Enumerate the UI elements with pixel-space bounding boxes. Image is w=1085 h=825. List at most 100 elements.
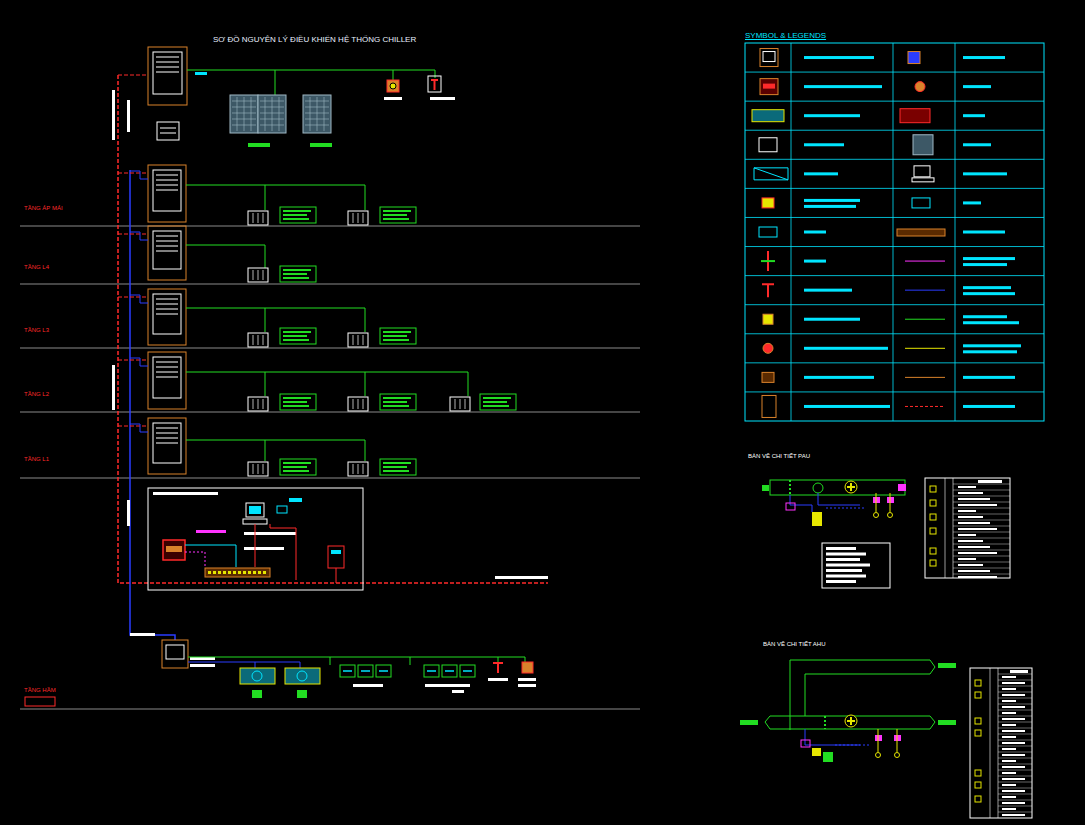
control-wire <box>186 185 365 210</box>
floor-label: TẦNG L4 <box>24 264 49 271</box>
ahu-detail <box>258 335 259 345</box>
damper-actuator <box>812 512 822 526</box>
table-text-bar <box>1002 700 1016 702</box>
ahu-unit <box>248 268 268 282</box>
io-text-bar <box>383 339 409 341</box>
flow-switch-dot <box>390 83 396 89</box>
legend-text-bar <box>804 56 874 59</box>
airflow-arrow <box>938 663 956 668</box>
table-text-bar <box>1002 724 1016 726</box>
detail-title: BẢN VẼ CHI TIẾT PAU <box>748 453 810 460</box>
ahu-detail <box>263 335 264 345</box>
fan <box>845 715 857 727</box>
chiller-grid <box>317 97 318 131</box>
chiller-grid <box>310 97 311 131</box>
legend-text-bar <box>804 318 860 321</box>
io-text-bar <box>383 462 411 464</box>
fan <box>850 717 852 725</box>
floor-label: TẦNG ÁP MÁI <box>24 205 63 212</box>
io-text-bar <box>283 218 309 220</box>
table-text-bar <box>958 564 983 566</box>
table-text-bar <box>958 540 983 542</box>
terminal <box>263 571 266 574</box>
terminal <box>228 571 231 574</box>
legend-text-bar <box>804 231 826 234</box>
io-text-bar <box>383 470 409 472</box>
label-bar <box>190 664 215 667</box>
control-wire <box>265 372 266 396</box>
table-rule <box>953 484 1010 485</box>
legend-icon-sensor <box>763 343 773 353</box>
legend-block: SYMBOL & LEGENDS <box>745 24 1044 36</box>
legend-text-bar <box>963 321 1019 324</box>
table-text-bar <box>1002 712 1016 714</box>
table-text-bar <box>958 510 976 512</box>
controller-detail <box>156 428 178 429</box>
floor-line <box>20 226 640 227</box>
table-rule <box>745 333 1044 334</box>
bus-cable <box>130 171 148 179</box>
table-rule <box>745 362 1044 363</box>
ahu-unit <box>348 397 368 411</box>
legend-icon-bus <box>897 229 945 236</box>
network-switch-ports <box>166 546 182 552</box>
table-rule <box>893 43 894 421</box>
ahu-detail <box>358 335 359 345</box>
legend-text-bar <box>804 199 860 202</box>
table-text-bar <box>1002 814 1025 816</box>
point-symbol <box>930 548 936 554</box>
wire-tag <box>289 498 302 502</box>
ahu-detail <box>465 399 466 409</box>
point-symbol <box>930 486 936 492</box>
chiller-grid <box>279 97 280 131</box>
ahu-detail <box>258 399 259 409</box>
controller-detail <box>156 372 178 373</box>
legend-text-bar <box>804 260 826 263</box>
controller-detail <box>156 362 178 363</box>
pump-tag <box>252 690 262 698</box>
legend-icon-unit <box>759 138 777 152</box>
detail-title: BẢN VẼ CHI TIẾT AHU <box>763 641 825 648</box>
control-wire <box>805 729 860 745</box>
airflow-arrow <box>762 485 769 491</box>
controller-device <box>157 122 179 140</box>
point-symbol <box>975 770 981 776</box>
label-bar <box>353 684 383 687</box>
legend-icon-switch <box>763 314 773 324</box>
control-wire <box>186 245 265 268</box>
table-text-bar <box>1002 730 1025 732</box>
cable-tag <box>112 365 115 410</box>
control-wire <box>186 372 468 396</box>
bus-cable <box>255 662 256 668</box>
table-rule <box>998 734 1032 735</box>
io-box <box>280 266 316 282</box>
table-rule <box>998 812 1032 813</box>
computer-screen <box>249 506 261 514</box>
table-rule <box>745 130 1044 131</box>
ahu-unit <box>248 211 268 225</box>
ahu-detail <box>363 213 364 223</box>
controller-detail <box>156 72 179 73</box>
pump-impeller <box>297 671 307 681</box>
table-rule <box>998 716 1032 717</box>
controller-detail <box>156 314 178 315</box>
io-text-bar <box>283 401 307 403</box>
table-text-bar <box>958 498 990 500</box>
table-text-bar <box>1010 670 1028 673</box>
sensor-stem <box>890 493 891 512</box>
table-text-bar <box>1002 676 1016 678</box>
legend-icon-pump <box>752 110 784 122</box>
terminal <box>223 571 226 574</box>
fan <box>850 483 852 491</box>
controller-detail <box>156 309 178 310</box>
power-panel <box>328 546 344 568</box>
legend-text-bar <box>963 114 985 117</box>
duct <box>765 716 935 729</box>
label-bar <box>826 569 862 572</box>
equipment-tag <box>310 143 332 147</box>
legend-icon-panel <box>762 395 776 417</box>
legend-icon-chiller <box>913 135 933 155</box>
points-table <box>925 478 1010 578</box>
ddc-controller <box>153 294 181 334</box>
legend-line-sample <box>905 319 945 320</box>
